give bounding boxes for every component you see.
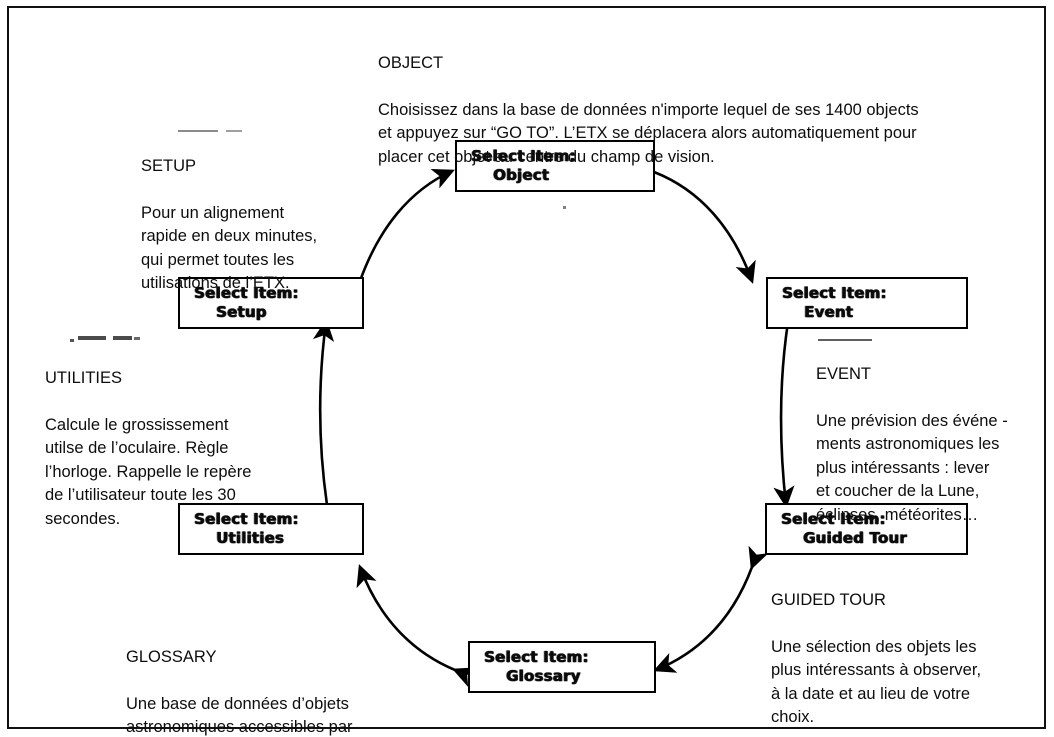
note-utilities-title: UTILITIES [45,368,123,387]
arrow-event-guidedtour [773,301,802,509]
menu-box-utilities[interactable]: Select Item: Utilities [178,503,364,555]
menu-box-event[interactable]: Select Item: Event [766,277,968,329]
menu-box-setup-line2: Setup [216,303,267,321]
menu-box-guided-tour[interactable]: Select Item: Guided Tour [765,503,968,555]
scan-artifact [70,339,74,342]
menu-box-glossary-line2: Glossary [506,667,581,685]
note-object-title: OBJECT [378,53,444,72]
menu-box-utilities-line2: Utilities [216,529,284,547]
scan-speck [563,206,566,209]
note-setup-title: SETUP [141,156,197,175]
menu-box-utilities-line1: Select Item: [194,510,299,528]
menu-box-event-line2: Event [804,303,854,321]
scan-artifact [818,339,872,341]
note-event-title: EVENT [816,364,872,383]
note-guided-tour-body: Une sélection des objets les plus intére… [771,637,982,727]
menu-box-object-line2: Object [493,166,550,184]
note-guided-tour-title: GUIDED TOUR [771,590,886,609]
note-event: EVENT Une prévision des événe - ments as… [816,339,1041,551]
scan-artifact [178,130,218,132]
diagram-frame [7,6,1046,729]
arrow-glossary-utilities [356,564,477,688]
note-glossary: GLOSSARY Une base de données d’objets as… [126,622,426,737]
arrow-object-event [632,155,756,284]
menu-box-guided-tour-line1: Select Item: [781,510,886,528]
note-setup-body: Pour un alignement rapide en deux minute… [141,203,318,293]
menu-box-object-line1: Select Item: [471,147,576,165]
scan-artifact [134,337,140,340]
note-guided-tour: GUIDED TOUR Une sélection des objets les… [771,565,1036,737]
menu-box-setup-line1: Select Item: [194,284,299,302]
scan-artifact [78,336,106,340]
menu-box-guided-tour-line2: Guided Tour [803,529,907,547]
scan-artifact [226,130,242,132]
menu-box-object[interactable]: Select Item: Object [455,140,655,192]
note-utilities: UTILITIES Calcule le grossissement utils… [45,343,315,555]
menu-box-setup[interactable]: Select Item: Setup [178,277,364,329]
note-utilities-body: Calcule le grossissement utilse de l’ocu… [45,415,252,528]
menu-box-event-line1: Select Item: [782,284,887,302]
note-setup: SETUP Pour un alignement rapide en deux … [141,131,371,319]
note-object: OBJECT Choisissez dans la base de donnée… [378,28,998,193]
menu-box-glossary[interactable]: Select Item: Glossary [468,641,656,693]
arrow-setup-object [343,169,455,303]
note-event-body: Une prévision des événe - ments astronom… [816,411,1008,524]
arrow-guidedtour-glossary [653,545,769,673]
note-glossary-title: GLOSSARY [126,647,217,666]
menu-box-glossary-line1: Select Item: [484,648,589,666]
note-glossary-body: Une base de données d’objets astronomiqu… [126,694,353,737]
scan-artifact [113,336,132,340]
arrow-utilities-setup [312,318,341,526]
note-object-body: Choisissez dans la base de données n'imp… [378,100,919,166]
